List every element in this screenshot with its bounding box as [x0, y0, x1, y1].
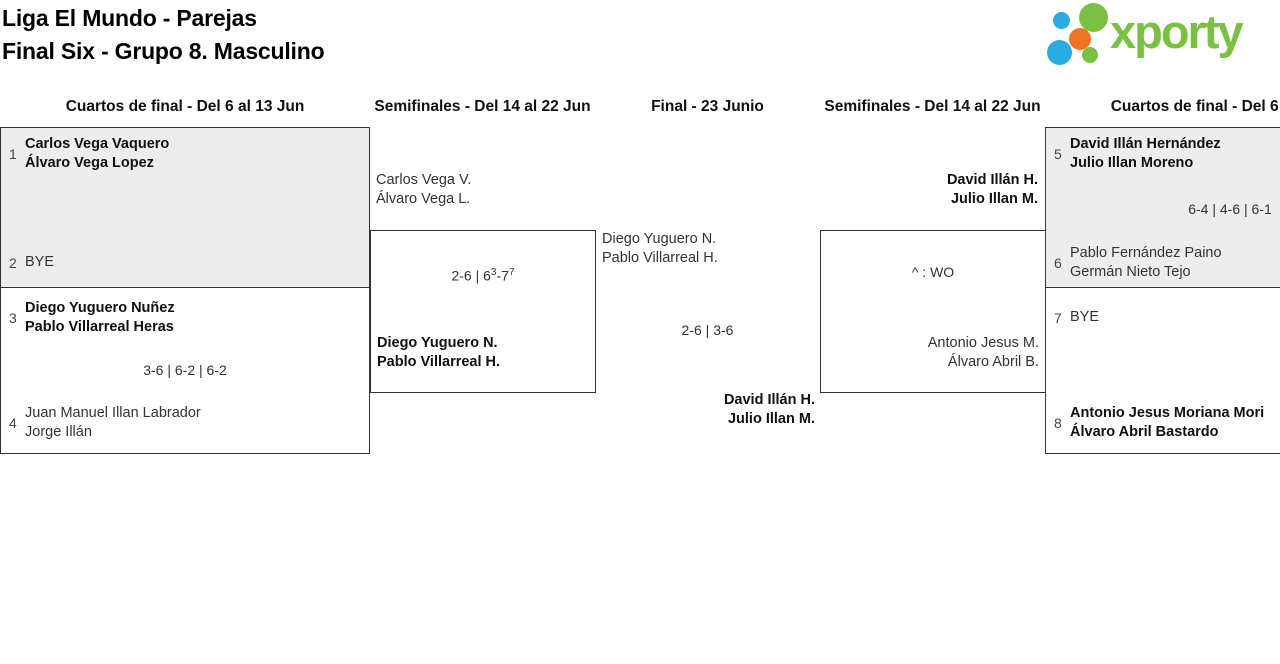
team-row: 5 David Illán Hernández Julio Illan More… [1054, 135, 1221, 173]
team-row: 8 Antonio Jesus Moriana Mori Álvaro Abri… [1054, 404, 1264, 442]
round-header-semifinals-left: Semifinales - Del 14 al 22 Jun [374, 98, 591, 115]
match-score: 2-6 | 63-77 [451, 267, 515, 284]
team-name-line: Jorge Illán [25, 424, 92, 440]
seed-number: 3 [9, 310, 17, 326]
match-box-qf2[interactable]: 3 Diego Yuguero Nuñez Pablo Villarreal H… [0, 287, 370, 454]
team-name-line: BYE [25, 254, 55, 270]
team-row: 2 BYE [9, 253, 54, 272]
logo-dot-blue-large [1047, 40, 1072, 65]
seed-number: 8 [1054, 415, 1062, 431]
page-title-line2: Final Six - Grupo 8. Masculino [2, 38, 325, 64]
sf2-bottom-team: Antonio Jesus M. Álvaro Abril B. [821, 334, 1039, 372]
team-row: 7 BYE [1054, 308, 1099, 327]
team-name-line: Antonio Jesus M. [927, 335, 1039, 351]
final-score: 2-6 | 3-6 [681, 322, 734, 338]
sf1-bottom-team: Diego Yuguero N. Pablo Villarreal H. [377, 334, 500, 372]
team-name-line: Julio Illan Moreno [1070, 155, 1194, 171]
team-name-line: Diego Yuguero N. [377, 335, 498, 351]
team-row: 1 Carlos Vega Vaquero Álvaro Vega Lopez [9, 135, 169, 173]
team-name-line: Diego Yuguero N. [602, 231, 717, 247]
match-score: 3-6 | 6-2 | 6-2 [143, 362, 227, 378]
team-name-line: David Illán H. [946, 172, 1038, 188]
page-title-line1: Liga El Mundo - Parejas [2, 5, 257, 31]
match-box-sf2[interactable]: ^ : WO Antonio Jesus M. Álvaro Abril B. [820, 230, 1046, 393]
seed-number: 6 [1054, 255, 1062, 271]
logo-wordmark: xporty [1110, 5, 1244, 58]
team-name-line: Julio Illan M. [950, 191, 1038, 207]
team-name-line: Carlos Vega V. [376, 172, 472, 188]
seed-number: 4 [9, 415, 17, 431]
team-name-line: David Illán H. [723, 392, 815, 408]
match-box-qf1[interactable]: 1 Carlos Vega Vaquero Álvaro Vega Lopez … [0, 127, 370, 288]
team-row: 3 Diego Yuguero Nuñez Pablo Villarreal H… [9, 299, 175, 337]
seed-number: 7 [1054, 309, 1062, 326]
match-box-sf1[interactable]: 2-6 | 63-77 Diego Yuguero N. Pablo Villa… [370, 230, 596, 393]
team-name-line: Álvaro Vega L. [376, 191, 471, 207]
seed-number: 2 [9, 254, 17, 271]
team-name-line: Carlos Vega Vaquero [25, 136, 170, 152]
logo-dot-blue-small [1053, 12, 1070, 29]
team-name-line: Pablo Villarreal H. [602, 250, 718, 266]
match-score: 6-4 | 4-6 | 6-1 [1188, 201, 1272, 217]
team-name-line: Álvaro Vega Lopez [25, 155, 154, 171]
team-name-line: Julio Illan M. [727, 411, 815, 427]
logo-dot-orange [1069, 28, 1091, 50]
team-name-line: Álvaro Abril B. [947, 354, 1039, 370]
team-row: 4 Juan Manuel Illan Labrador Jorge Illán [9, 404, 201, 442]
final-top-team: Diego Yuguero N. Pablo Villarreal H. [602, 230, 718, 268]
team-name-line: Germán Nieto Tejo [1070, 264, 1191, 280]
sf1-top-team: Carlos Vega V. Álvaro Vega L. [376, 171, 471, 209]
round-header-quarterfinals-left: Cuartos de final - Del 6 al 13 Jun [65, 98, 305, 115]
logo-dot-green-small [1082, 47, 1098, 63]
match-score: ^ : WO [911, 264, 955, 280]
team-name-line: BYE [1070, 309, 1100, 325]
sf2-top-team: David Illán H. Julio Illan M. [820, 171, 1038, 209]
final-bottom-team: David Illán H. Julio Illan M. [595, 391, 815, 429]
xporty-logo[interactable]: xporty [1046, 0, 1280, 72]
match-box-qf3[interactable]: 5 David Illán Hernández Julio Illan More… [1045, 127, 1280, 288]
team-name-line: Diego Yuguero Nuñez [25, 300, 175, 316]
team-name-line: David Illán Hernández [1070, 136, 1221, 152]
team-name-line: Juan Manuel Illan Labrador [25, 405, 201, 421]
tiebreak-sup: 3 [490, 267, 497, 278]
logo-dot-green-large [1079, 3, 1108, 32]
team-name-line: Álvaro Abril Bastardo [1070, 424, 1219, 440]
page-title: Liga El Mundo - Parejas Final Six - Grup… [2, 2, 325, 68]
team-name-line: Pablo Fernández Paino [1070, 245, 1222, 261]
seed-number: 1 [9, 146, 17, 162]
match-box-qf4[interactable]: 7 BYE 8 Antonio Jesus Moriana Mori Álvar… [1045, 287, 1280, 454]
team-name-line: Pablo Villarreal H. [377, 354, 501, 370]
team-row: 6 Pablo Fernández Paino Germán Nieto Tej… [1054, 244, 1222, 282]
tiebreak-sup: 7 [508, 267, 515, 278]
round-header-final: Final - 23 Junio [651, 98, 764, 115]
seed-number: 5 [1054, 146, 1062, 162]
round-header-semifinals-right: Semifinales - Del 14 al 22 Jun [824, 98, 1041, 115]
team-name-line: Antonio Jesus Moriana Mori [1070, 405, 1265, 421]
round-header-quarterfinals-right: Cuartos de final - Del 6 al 13 Jun [1110, 98, 1280, 115]
team-name-line: Pablo Villarreal Heras [25, 319, 174, 335]
